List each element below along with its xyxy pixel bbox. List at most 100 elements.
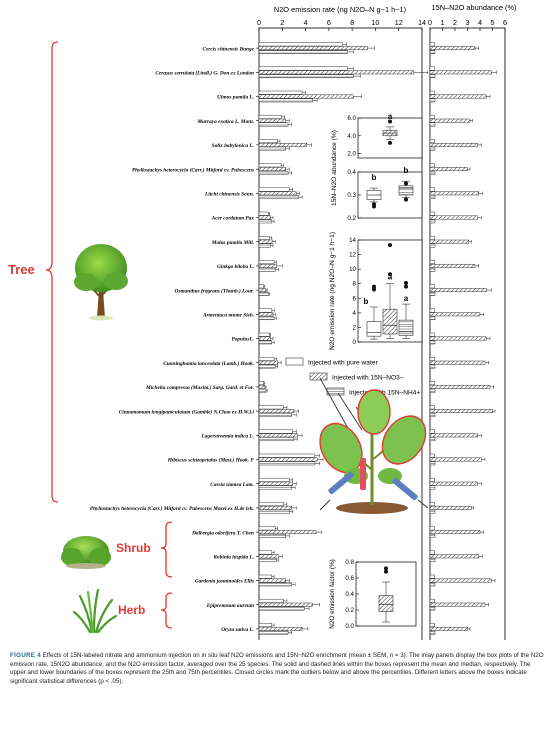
emission-tick-label: 0 [257, 18, 261, 27]
factor-inset-tick-label: 0.4 [345, 591, 354, 598]
emission-bar [258, 170, 289, 175]
abundance-bar [429, 263, 476, 268]
emission-bar [258, 630, 289, 635]
abundance-inset-letter: a [388, 112, 393, 121]
legend-label-water: Injected with pure water [308, 360, 378, 367]
emission-tick-label: 2 [280, 18, 284, 27]
species-label: Robinia hispida L. [214, 555, 254, 561]
emission-tick-label: 12 [395, 18, 403, 27]
abundance-inset-letter: b [372, 173, 377, 182]
emission-bar [258, 409, 295, 414]
emission-bar [258, 626, 303, 631]
species-label: Hibiscus schizopetalus (Mast.) Hook. F [167, 457, 255, 464]
emission-bar [258, 526, 276, 531]
abundance-bar [429, 336, 487, 341]
emission-bar [258, 602, 313, 607]
abundance-bar [429, 554, 479, 559]
emission-inset-outlier [388, 243, 392, 248]
abundance-bar [429, 167, 468, 172]
abundance-bar [429, 49, 436, 54]
figure-caption: FIGURE 4 Effects of 15N-labeled nitrate … [10, 652, 544, 686]
factor-inset-tick-label: 0.6 [345, 575, 354, 582]
abundance-bar [429, 267, 436, 272]
emission-inset-tick-label: 0 [353, 339, 357, 346]
emission-inset-tick-label: 14 [349, 237, 356, 244]
emission-bar [258, 554, 280, 559]
abundance-bar [429, 453, 435, 458]
abundance-bar [429, 170, 436, 175]
abundance-inset-outlier [388, 140, 392, 145]
emission-bar [258, 98, 313, 103]
abundance-bar [429, 457, 482, 462]
tree-bracket [45, 41, 59, 503]
abundance-bar [429, 364, 436, 369]
abundance-bar [429, 191, 479, 196]
abundance-bar [429, 574, 435, 579]
species-label: Dalbergia odorifera T. Chen [191, 530, 254, 536]
emission-inset-tick-label: 8 [353, 281, 357, 288]
emission-bar [258, 533, 287, 538]
species-label: Cassia siamea Lam. [210, 482, 254, 488]
species-label: Salix babylonica L. [212, 143, 254, 149]
abundance-bar [429, 550, 435, 555]
abundance-bar [429, 239, 469, 244]
legend-swatch-ammonium [326, 387, 345, 396]
shrub-bracket [160, 521, 173, 578]
factor-inset-tick-label: 0.0 [345, 623, 354, 630]
emission-inset-outlier [404, 280, 408, 285]
emission-bar [258, 316, 275, 321]
species-label: Cercis chinensis Bunge [202, 46, 254, 52]
emission-tick-label: 8 [350, 18, 354, 27]
species-label: Murraya exotica L. Mant. [196, 119, 254, 125]
species-label: Michelia compressa (Maxim.) Sarg. Gard. … [145, 384, 254, 391]
species-label: PopulusL. [231, 337, 254, 343]
abundance-bar [429, 195, 436, 200]
emission-bar [258, 388, 267, 393]
emission-inset-ylabel: N2O emission rate (ng N2O–N g−1 h−1) [329, 232, 336, 350]
abundance-bar [429, 308, 435, 313]
emission-bar [258, 453, 316, 458]
emission-bar [258, 114, 282, 119]
abundance-tick-label: 4 [478, 18, 482, 27]
abundance-tick-label: 2 [453, 18, 457, 27]
species-label: Acer cordatum Pax [211, 216, 255, 222]
emission-bar [258, 384, 266, 389]
abundance-bar [429, 215, 478, 220]
emission-inset-outlier [404, 284, 408, 289]
tree-group-label: Tree [8, 262, 35, 277]
emission-bar [258, 578, 287, 583]
abundance-bar [429, 94, 487, 99]
emission-bar [258, 215, 271, 220]
emission-bar [258, 364, 276, 369]
abundance-bar [429, 46, 476, 51]
emission-bar [258, 429, 293, 434]
abundance-bar [429, 606, 436, 611]
abundance-inset-tick-label: 0.3 [347, 192, 356, 199]
emission-tick-label: 10 [371, 18, 379, 27]
figure-4: N2O emission rate (ng N2O–N g−1 h−1) 15N… [8, 3, 517, 640]
abundance-bar [429, 118, 471, 123]
species-label: Malus pumila Mill. [211, 240, 254, 246]
emission-bar [258, 94, 354, 99]
emission-bar [258, 356, 275, 361]
emission-bar [258, 505, 292, 510]
emission-bar [258, 235, 270, 240]
abundance-bar [429, 42, 435, 47]
emission-bar [258, 457, 318, 462]
abundance-tick-label: 1 [441, 18, 445, 27]
abundance-bar [429, 429, 435, 434]
emission-bar [258, 263, 277, 268]
abundance-tick-label: 5 [491, 18, 495, 27]
emission-bar [258, 46, 368, 51]
abundance-bar [429, 384, 491, 389]
abundance-bar [429, 461, 436, 466]
emission-inset-box [366, 321, 382, 337]
emission-inset-tick-label: 10 [349, 266, 356, 273]
emission-bar [258, 163, 282, 168]
emission-bar [258, 332, 270, 337]
emission-bar [258, 606, 305, 611]
species-label: Osmanthus fragrans (Thunb.) Lour. [175, 287, 254, 294]
